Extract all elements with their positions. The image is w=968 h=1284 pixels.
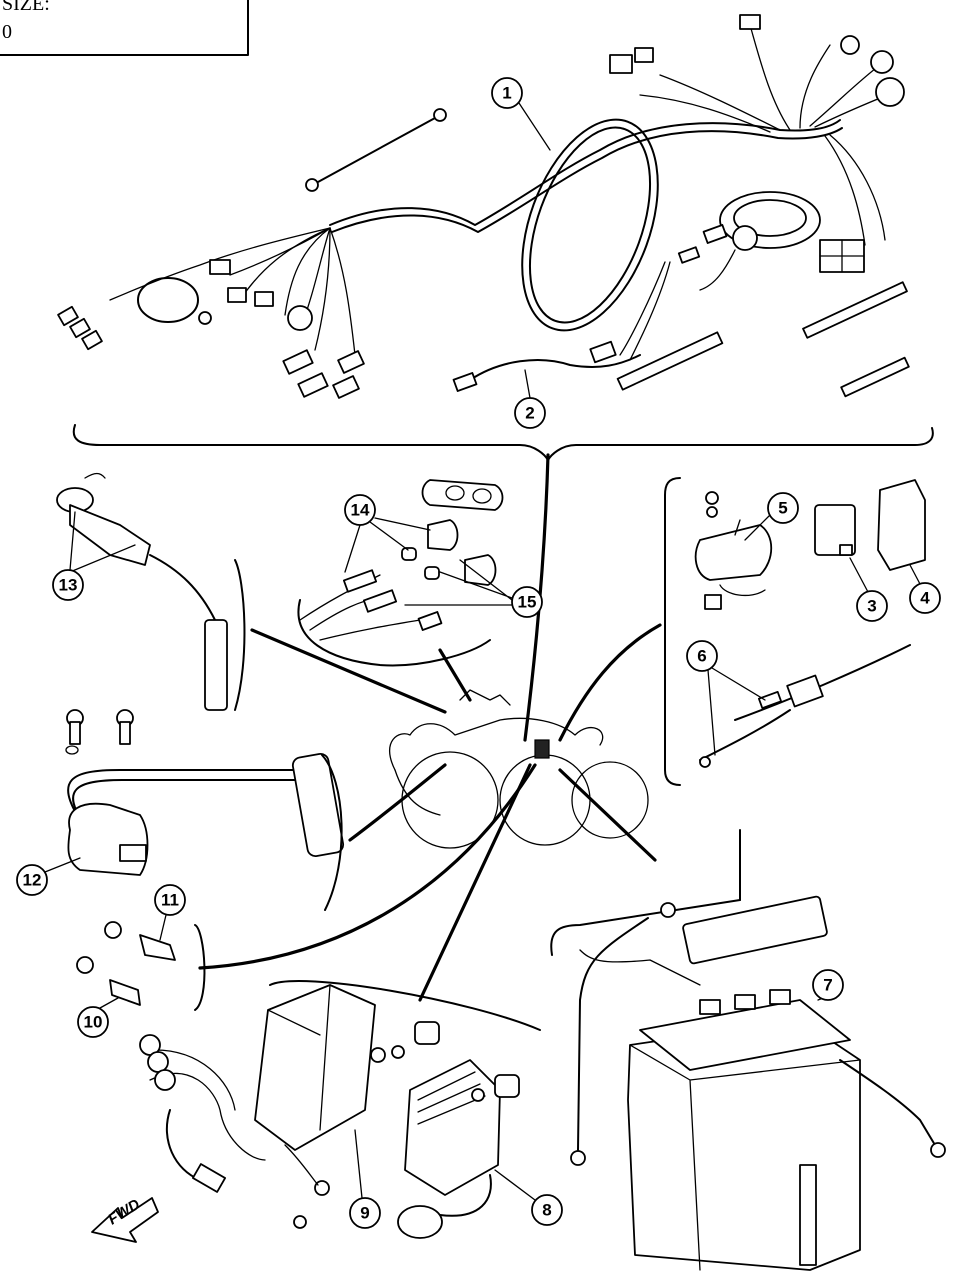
battery xyxy=(550,829,946,1271)
vehicle-outline xyxy=(389,689,649,849)
starter-relay-group xyxy=(664,477,926,786)
harness-bracket xyxy=(72,424,934,461)
ignition-coil xyxy=(65,709,345,911)
sensor-switches xyxy=(76,921,206,1011)
header-line-1: SIZE: xyxy=(2,0,50,15)
callout-10: 10 xyxy=(77,997,119,1038)
svg-text:2: 2 xyxy=(525,404,534,423)
callout-8: 8 xyxy=(494,1169,563,1226)
svg-text:14: 14 xyxy=(351,501,370,520)
svg-text:3: 3 xyxy=(867,597,876,616)
callout-6: 6 xyxy=(686,640,766,756)
callout-15: 15 xyxy=(404,559,543,618)
cdi-and-regulator xyxy=(139,980,541,1239)
callout-14: 14 xyxy=(344,494,431,573)
svg-text:10: 10 xyxy=(84,1013,103,1032)
svg-text:4: 4 xyxy=(920,589,930,608)
svg-text:7: 7 xyxy=(823,976,832,995)
callout-3: 3 xyxy=(849,557,888,622)
wire-harness xyxy=(57,14,910,399)
svg-text:12: 12 xyxy=(23,871,42,890)
spark-plug-cap-assembly xyxy=(56,472,246,711)
callout-9: 9 xyxy=(349,1129,381,1229)
svg-text:1: 1 xyxy=(502,84,511,103)
svg-text:15: 15 xyxy=(518,593,537,612)
header-box: SIZE: 0 xyxy=(0,0,249,56)
svg-text:5: 5 xyxy=(778,499,787,518)
svg-text:13: 13 xyxy=(59,576,78,595)
callout-13: 13 xyxy=(52,511,136,601)
fwd-direction-arrow: FWD xyxy=(91,1196,159,1243)
callout-12: 12 xyxy=(16,857,81,896)
callout-5: 5 xyxy=(744,492,799,541)
connector-kit xyxy=(297,479,504,667)
svg-text:8: 8 xyxy=(542,1201,551,1220)
callout-1: 1 xyxy=(491,77,551,151)
callout-7: 7 xyxy=(812,969,844,1001)
callout-4: 4 xyxy=(909,564,941,614)
callout-11: 11 xyxy=(154,884,186,941)
svg-text:6: 6 xyxy=(697,647,706,666)
svg-text:9: 9 xyxy=(360,1204,369,1223)
svg-text:11: 11 xyxy=(161,891,179,910)
header-line-2: 0 xyxy=(2,21,12,43)
callout-2: 2 xyxy=(514,369,546,429)
